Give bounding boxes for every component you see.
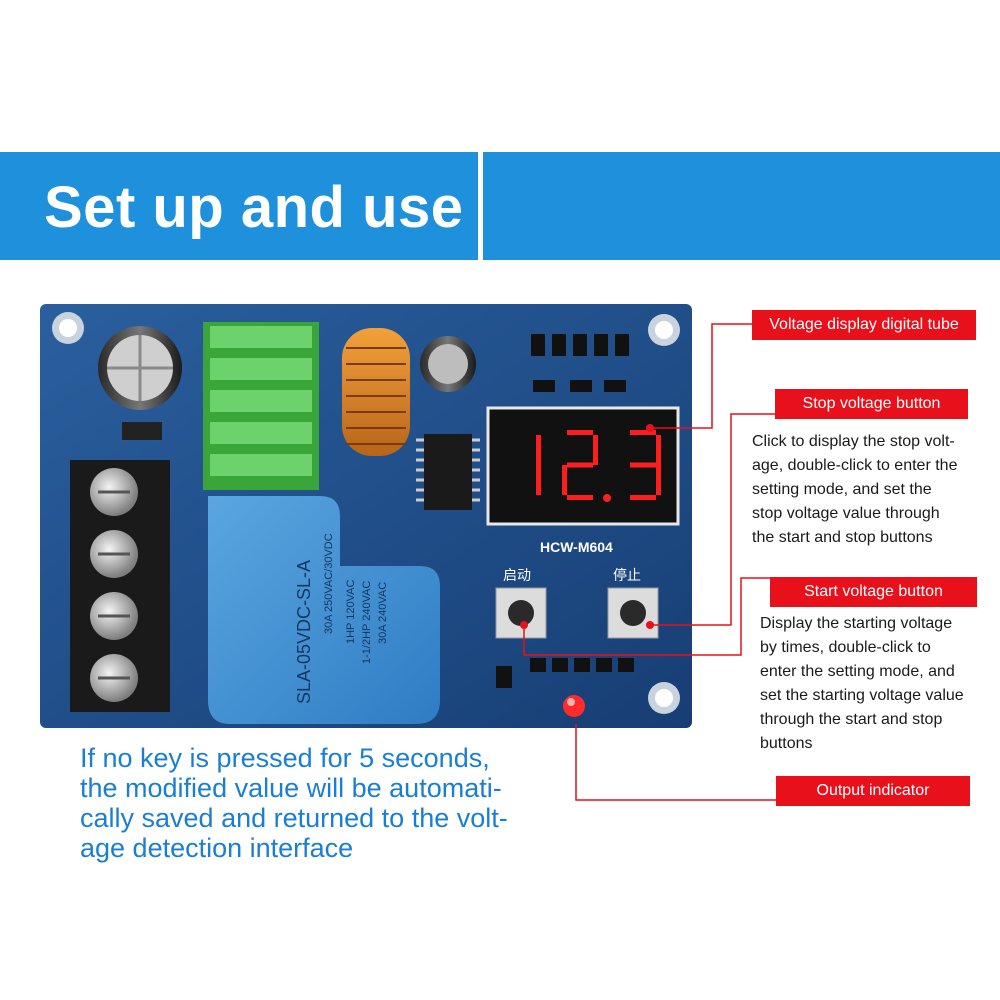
stop-desc-line: setting mode, and set the — [752, 481, 932, 498]
auto-save-note: If no key is pressed for 5 seconds, the … — [80, 743, 600, 863]
callout-output-indicator: Output indicator — [776, 776, 970, 806]
start-desc-line: Display the starting voltage — [760, 615, 953, 632]
stop-desc-line: age, double-click to enter the — [752, 457, 958, 474]
electrolytic-capacitor-large — [98, 326, 182, 410]
stop-desc-line: stop voltage value through — [752, 505, 940, 522]
pcb-board-image: HCW-M604 SLA-05VDC-SL-A 30A 250VAC/30VDC… — [40, 304, 692, 728]
inductor-coil — [342, 328, 410, 456]
start-button-description: Display the starting voltage by times, d… — [760, 612, 964, 756]
start-desc-line: buttons — [760, 735, 813, 752]
smd-resistor-row — [531, 334, 629, 392]
note-line: the modified value will be automati- — [80, 773, 502, 803]
start-desc-line: by times, double-click to — [760, 639, 931, 656]
note-line: cally saved and returned to the volt- — [80, 803, 508, 833]
mounting-hole-top-left — [52, 312, 84, 344]
terminal-block — [70, 460, 170, 712]
start-desc-line: set the starting voltage value — [760, 687, 964, 704]
start-voltage-button — [495, 587, 547, 639]
voltage-display-digital-tube — [486, 406, 680, 526]
stop-desc-line: the start and stop buttons — [752, 529, 933, 546]
banner-left-panel — [0, 152, 478, 260]
callout-stop-button: Stop voltage button — [775, 389, 968, 419]
mounting-hole-top-right — [648, 314, 680, 346]
page-title: Set up and use — [44, 175, 464, 240]
stop-voltage-button — [607, 587, 659, 639]
relay-model-text: SLA-05VDC-SL-A — [294, 560, 314, 704]
start-desc-line: through the start and stop — [760, 711, 943, 728]
banner-right-panel — [483, 152, 1000, 260]
relay-rating-4-text: 30A 240VAC — [377, 582, 389, 644]
stop-desc-line: Click to display the stop volt- — [752, 433, 955, 450]
note-line: age detection interface — [80, 833, 354, 863]
heatsink — [203, 322, 319, 490]
relay-rating-1-text: 30A 250VAC/30VDC — [323, 533, 335, 634]
electrolytic-capacitor-small — [420, 336, 476, 392]
relay-rating-2-text: 1HP 120VAC — [345, 580, 357, 644]
callout-voltage-display-text: Voltage display digital tube — [769, 316, 959, 333]
callout-start-button: Start voltage button — [770, 577, 977, 607]
ic-chip-u5 — [416, 434, 480, 510]
mounting-hole-bottom-right — [648, 682, 680, 714]
relay-rating-3-text: 1-1/2HP 240VAC — [361, 581, 373, 664]
header-banner: Set up and use — [0, 152, 1000, 260]
smd-resistor-row-lower — [496, 658, 634, 688]
diode — [122, 422, 162, 440]
output-indicator-led — [563, 695, 585, 717]
stop-button-description: Click to display the stop volt- age, dou… — [752, 430, 957, 550]
start-button-label: 启动 — [503, 568, 531, 584]
callout-output-indicator-text: Output indicator — [816, 782, 930, 799]
stop-button-label: 停止 — [613, 567, 641, 584]
leader-line-output-indicator — [575, 724, 776, 801]
callout-start-button-text: Start voltage button — [804, 583, 943, 600]
start-desc-line: enter the setting mode, and — [760, 663, 955, 680]
note-line: If no key is pressed for 5 seconds, — [80, 743, 490, 773]
relay — [208, 496, 440, 724]
board-model-label: HCW-M604 — [540, 539, 613, 555]
callout-stop-button-text: Stop voltage button — [802, 395, 941, 412]
callout-voltage-display: Voltage display digital tube — [752, 310, 976, 340]
